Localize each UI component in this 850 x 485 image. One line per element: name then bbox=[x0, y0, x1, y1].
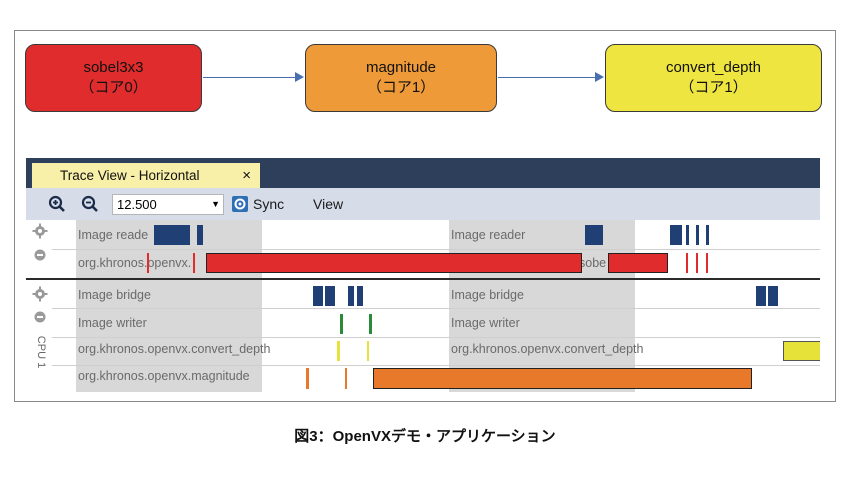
trace-bar-image-bridge[interactable] bbox=[348, 286, 354, 306]
row-label-image-reader-right: Image reader bbox=[451, 228, 526, 242]
trace-bar-sobel[interactable] bbox=[608, 253, 668, 273]
trace-tick-sobel[interactable] bbox=[686, 253, 688, 273]
trace-tick-convert-depth[interactable] bbox=[337, 341, 340, 361]
row-label-openvx-left: org.khronos.openvx. bbox=[78, 256, 192, 270]
tab-title: Trace View - Horizontal bbox=[60, 168, 200, 183]
trace-bar-magnitude[interactable] bbox=[373, 368, 752, 389]
tab-trace-view-horizontal[interactable]: Trace View - Horizontal × bbox=[32, 163, 260, 188]
row-separator bbox=[52, 308, 820, 309]
trace-tick-image-reader[interactable] bbox=[706, 225, 709, 245]
sync-button[interactable]: Sync bbox=[253, 196, 285, 212]
row-label-convert-depth-left: org.khronos.openvx.convert_depth bbox=[78, 342, 271, 356]
trace-bar-image-reader[interactable] bbox=[585, 225, 603, 245]
trace-bar-image-reader[interactable] bbox=[670, 225, 682, 245]
row-label-image-reader-left: Image reade bbox=[78, 228, 149, 242]
zoom-level-value: 12.500 bbox=[117, 197, 157, 212]
trace-tick-image-reader[interactable] bbox=[686, 225, 689, 245]
trace-bar-image-bridge[interactable] bbox=[768, 286, 778, 306]
node-convert-depth-core: （コア1） bbox=[679, 79, 748, 96]
trace-tick-image-writer[interactable] bbox=[340, 314, 343, 334]
close-icon[interactable]: × bbox=[242, 167, 251, 184]
zoom-in-icon[interactable] bbox=[48, 195, 66, 213]
node-magnitude: magnitude （コア1） bbox=[305, 44, 497, 112]
row-separator bbox=[52, 337, 820, 338]
row-label-sobel-right: sobe bbox=[579, 256, 607, 270]
row-label-magnitude-left: org.khronos.openvx.magnitude bbox=[78, 369, 250, 383]
zoom-level-select[interactable]: 12.500 ▼ bbox=[112, 194, 224, 215]
node-magnitude-core: （コア1） bbox=[366, 79, 436, 96]
view-menu[interactable]: View bbox=[313, 196, 344, 212]
trace-rows: CPU 1 Image reade org.khronos.openvx. Im… bbox=[26, 220, 820, 392]
zoom-out-icon[interactable] bbox=[81, 195, 99, 213]
row-gutter bbox=[26, 220, 52, 392]
figure-frame bbox=[14, 30, 836, 402]
group-label-cpu1: CPU 1 bbox=[35, 335, 47, 369]
row-label-image-writer-left: Image writer bbox=[78, 316, 147, 330]
shaded-region-left bbox=[76, 220, 262, 392]
node-magnitude-label: magnitude bbox=[365, 59, 437, 76]
row-separator bbox=[52, 249, 820, 250]
trace-bar-image-bridge[interactable] bbox=[313, 286, 323, 306]
row-label-convert-depth-right: org.khronos.openvx.convert_depth bbox=[451, 342, 644, 356]
chevron-down-icon[interactable]: ▼ bbox=[211, 199, 220, 209]
trace-bar-image-bridge[interactable] bbox=[325, 286, 335, 306]
arrowhead-1 bbox=[295, 72, 304, 82]
row-label-image-bridge-left: Image bridge bbox=[78, 288, 151, 302]
trace-tick-magnitude[interactable] bbox=[345, 368, 347, 389]
row-label-image-writer-right: Image writer bbox=[451, 316, 520, 330]
row-label-image-bridge-right: Image bridge bbox=[451, 288, 524, 302]
collapse-icon-2[interactable] bbox=[34, 311, 46, 323]
trace-bar-image-reader[interactable] bbox=[154, 225, 190, 245]
figure-caption: 図3：OpenVXデモ・アプリケーション bbox=[294, 428, 556, 445]
trace-tick-convert-depth[interactable] bbox=[367, 341, 369, 361]
trace-bar-image-bridge[interactable] bbox=[357, 286, 363, 306]
trace-tick-image-reader[interactable] bbox=[696, 225, 699, 245]
node-sobel3x3: sobel3x3 （コア0） bbox=[25, 44, 202, 112]
trace-view-window: Trace View - Horizontal × 12.500 ▼ Sync … bbox=[26, 158, 820, 392]
trace-tick-sobel[interactable] bbox=[147, 253, 149, 273]
collapse-icon[interactable] bbox=[34, 249, 46, 261]
arrowhead-2 bbox=[595, 72, 604, 82]
trace-view-top-border bbox=[26, 158, 820, 163]
gear-icon-2[interactable] bbox=[32, 286, 48, 302]
trace-bar-image-bridge[interactable] bbox=[756, 286, 766, 306]
sync-icon[interactable] bbox=[231, 195, 249, 213]
node-convert-depth-label: convert_depth bbox=[665, 59, 762, 76]
arrow-magnitude-to-convert bbox=[498, 77, 595, 78]
trace-bar-convert-depth[interactable] bbox=[783, 341, 820, 361]
trace-tick-sobel[interactable] bbox=[193, 253, 195, 273]
trace-bar-image-reader[interactable] bbox=[197, 225, 203, 245]
node-sobel3x3-label: sobel3x3 bbox=[83, 59, 144, 76]
arrow-sobel-to-magnitude bbox=[203, 77, 295, 78]
shaded-region-right bbox=[449, 220, 635, 392]
trace-bar-sobel[interactable] bbox=[206, 253, 582, 273]
trace-tick-magnitude[interactable] bbox=[306, 368, 309, 389]
trace-tick-image-writer[interactable] bbox=[369, 314, 372, 334]
toolbar: 12.500 ▼ Sync View bbox=[26, 188, 820, 220]
row-separator bbox=[52, 365, 820, 366]
trace-tick-sobel[interactable] bbox=[696, 253, 698, 273]
gear-icon[interactable] bbox=[32, 223, 48, 239]
group-separator bbox=[26, 278, 820, 280]
trace-tick-sobel[interactable] bbox=[706, 253, 708, 273]
node-sobel3x3-core: （コア0） bbox=[79, 79, 148, 96]
node-convert-depth: convert_depth （コア1） bbox=[605, 44, 822, 112]
